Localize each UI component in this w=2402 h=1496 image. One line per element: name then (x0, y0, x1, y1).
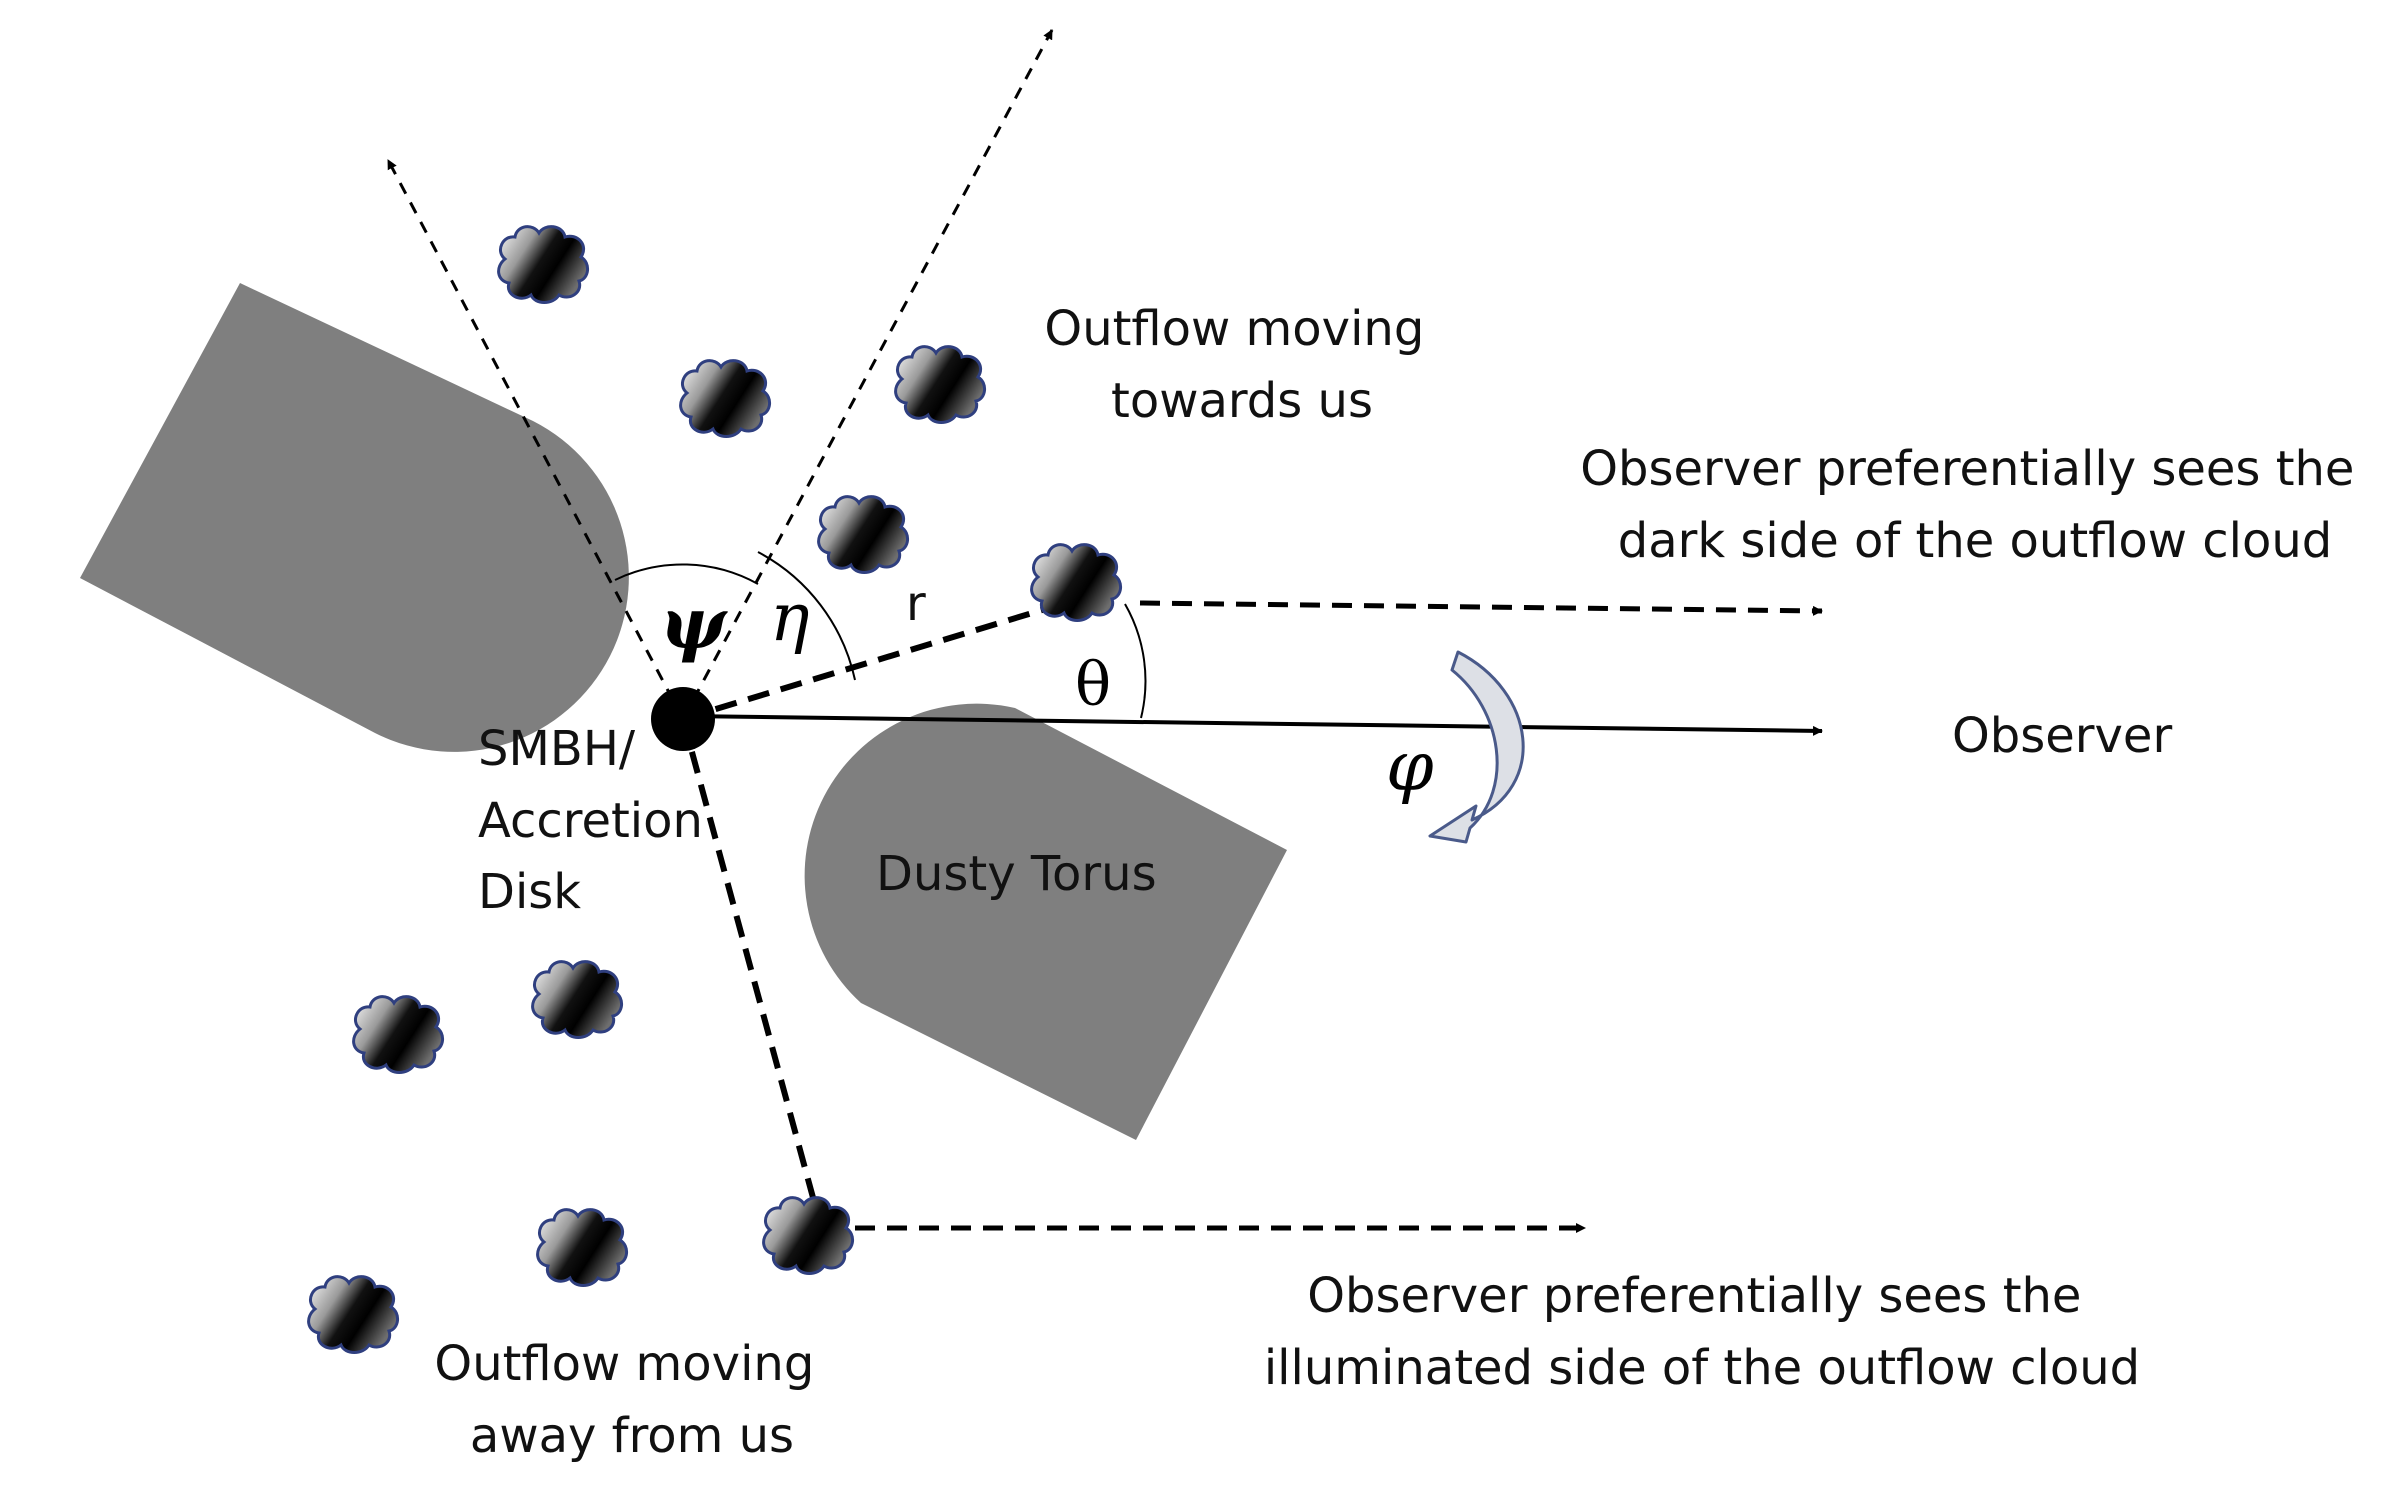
torus-upper-left (80, 283, 629, 752)
radius-line-r (682, 597, 1076, 722)
label-outflow-towards: Outflow moving towards us (1044, 301, 1439, 429)
cloud-4 (817, 495, 910, 574)
cloud-1 (497, 225, 590, 304)
cloud-7 (531, 960, 624, 1039)
symbol-theta: θ (1075, 650, 1111, 720)
label-dark-side: Observer preferentially sees the dark si… (1580, 441, 2369, 569)
cloud-8 (536, 1208, 629, 1287)
torus-lower-right (804, 703, 1287, 1140)
cloud-10 (762, 1196, 855, 1275)
line-to-lower-cloud (680, 718, 818, 1206)
label-illuminated-side: Observer preferentially sees the illumin… (1264, 1268, 2140, 1396)
label-smbh: SMBH/ Accretion Disk (478, 721, 718, 920)
cone-edge-left (386, 159, 685, 720)
symbol-eta: η (770, 579, 810, 656)
cloud-6 (352, 995, 445, 1074)
angle-arc-theta (1124, 603, 1147, 719)
cloud-3 (894, 345, 987, 424)
angle-arc-eta (757, 551, 856, 681)
cloud-5 (1030, 543, 1123, 622)
label-observer: Observer (1952, 708, 2172, 764)
rotation-arrow (1428, 650, 1525, 844)
observer-sightline (682, 714, 1823, 736)
symbol-psi: ψ (660, 582, 728, 665)
smbh-dot (651, 687, 715, 751)
label-dusty-torus: Dusty Torus (876, 846, 1157, 902)
angle-arc-psi (614, 563, 759, 585)
cloud-9 (307, 1275, 400, 1354)
symbol-phi: φ (1386, 728, 1434, 807)
dark-side-arrow (1139, 600, 1823, 616)
label-outflow-away: Outflow moving away from us (434, 1336, 829, 1464)
cloud-2 (679, 359, 772, 438)
symbol-r: r (906, 576, 926, 632)
